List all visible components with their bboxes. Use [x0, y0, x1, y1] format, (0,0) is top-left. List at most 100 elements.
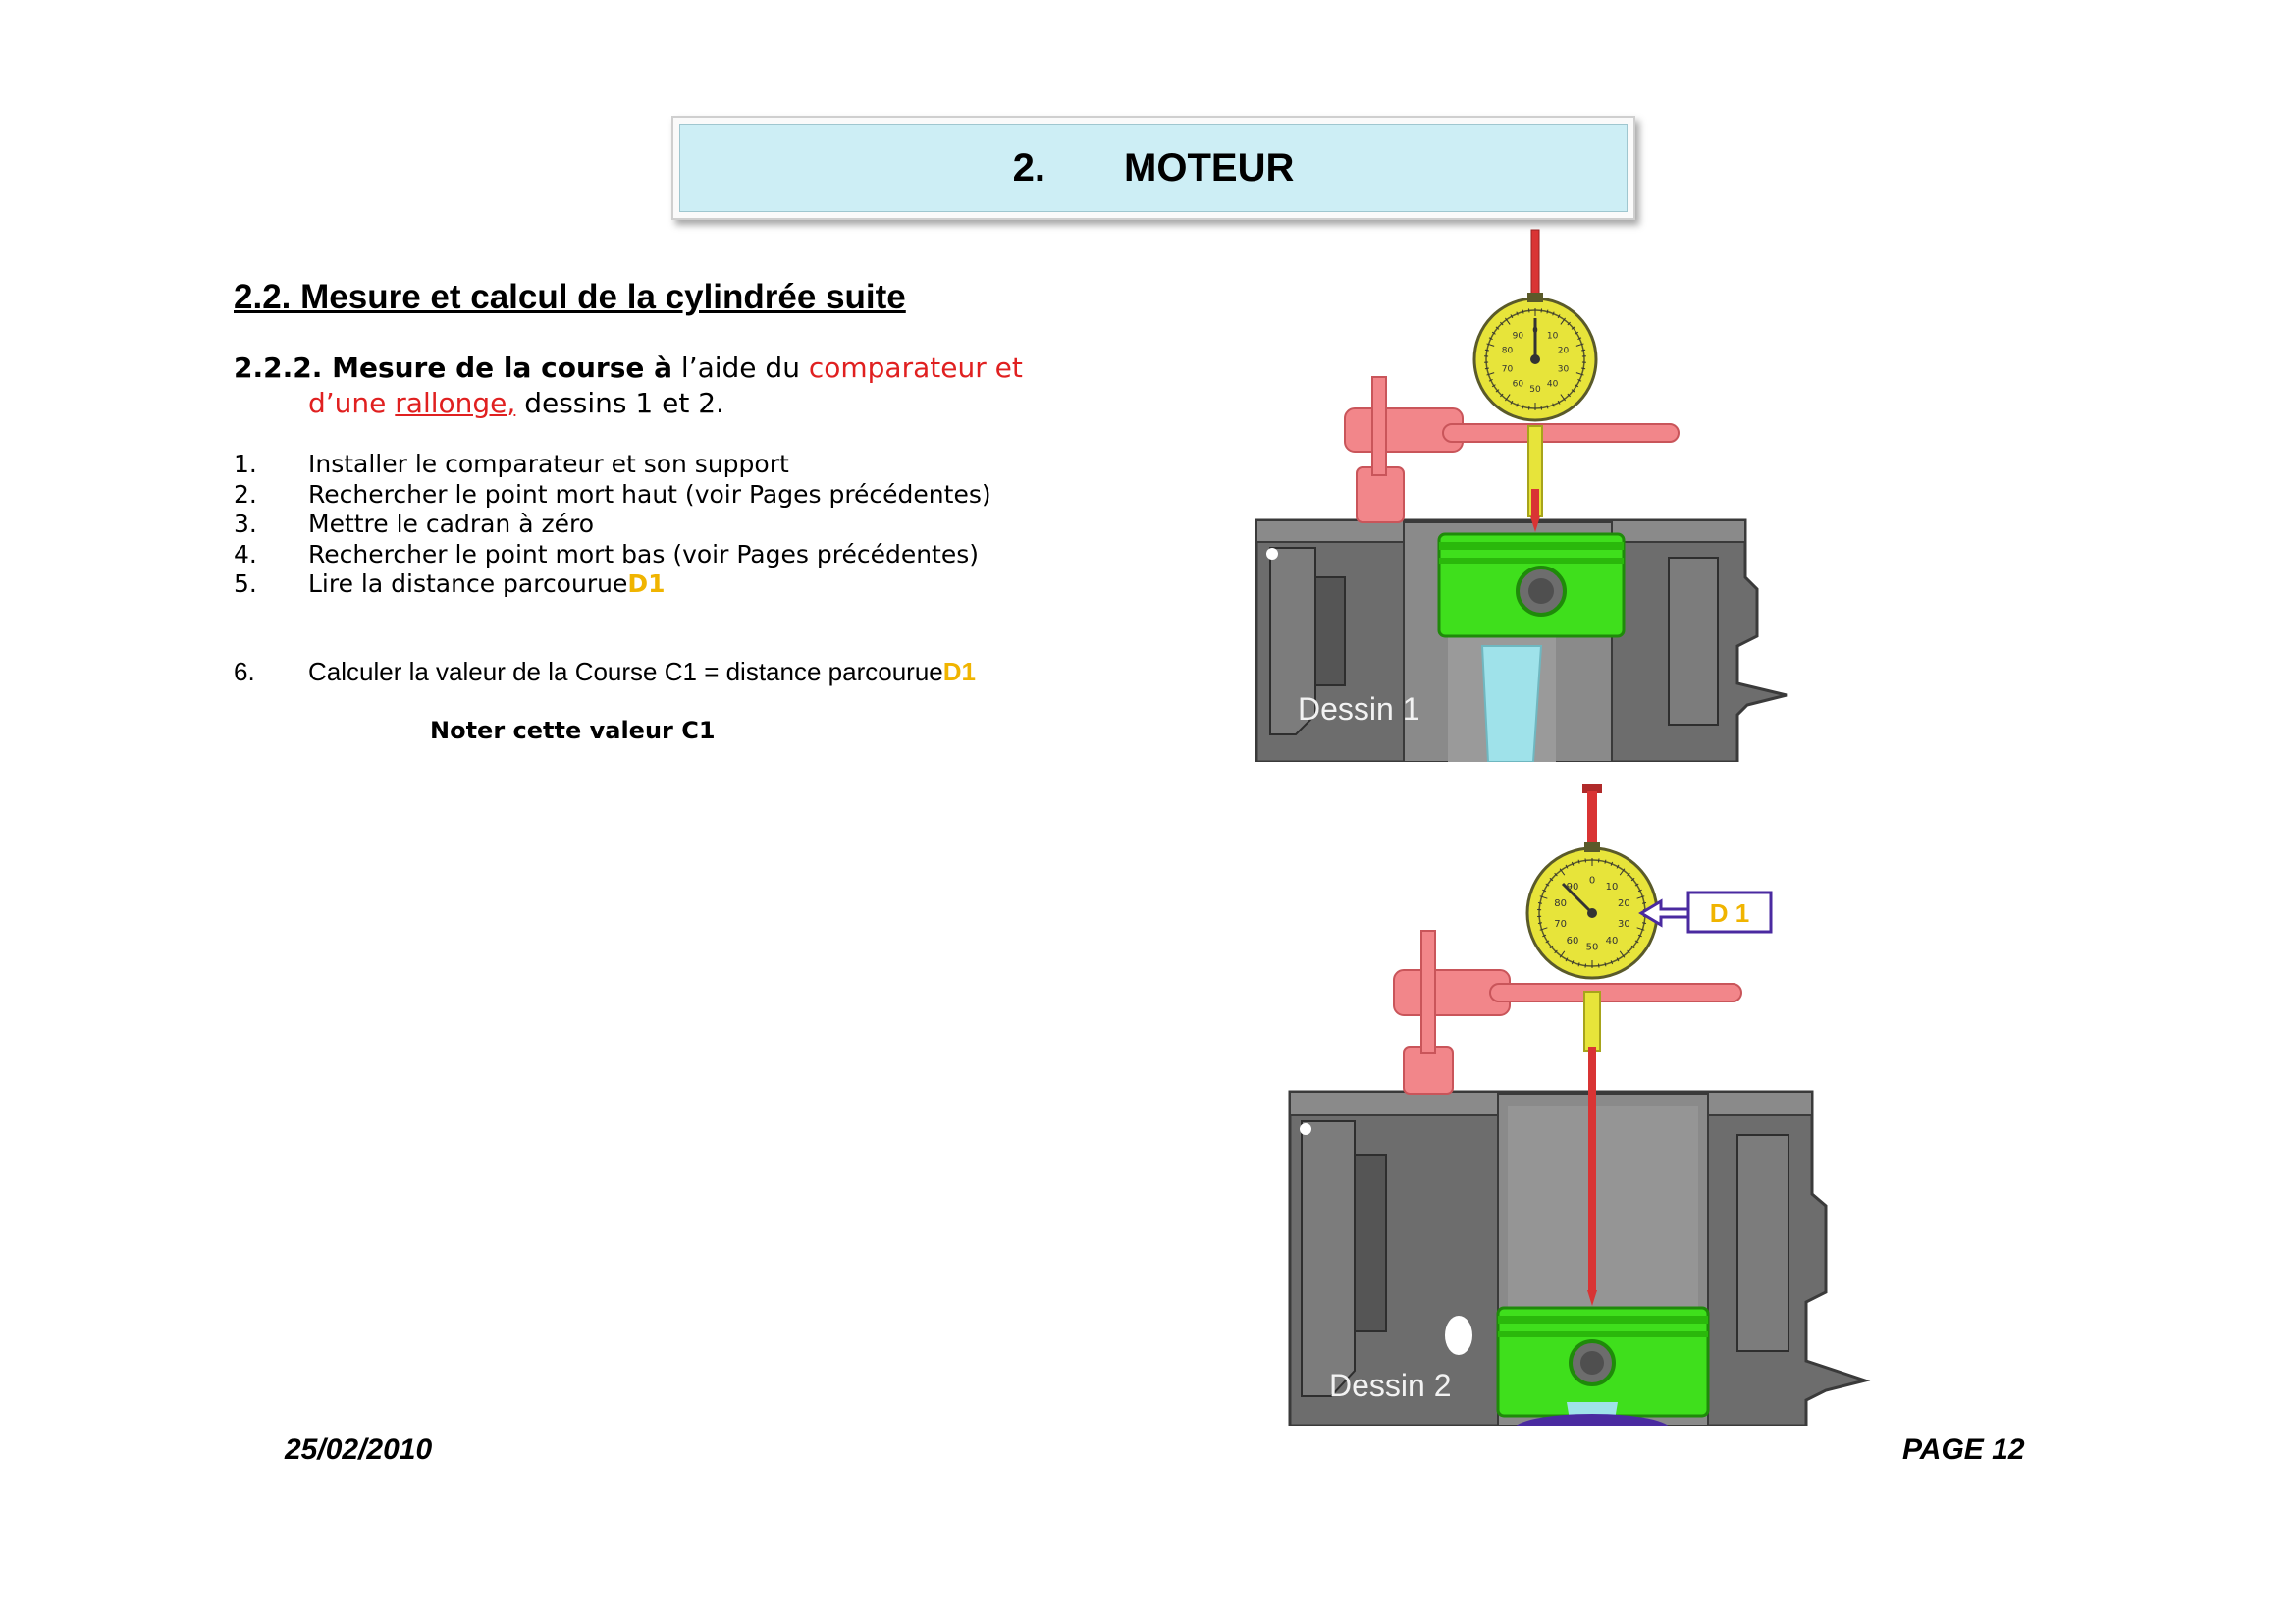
step-6: 6. Calculer la valeur de la Course C1 = … [234, 657, 976, 687]
dial-tick [1505, 317, 1511, 325]
step-text: Lire la distance parcourue [308, 569, 628, 598]
dial-tick-label: 90 [1513, 332, 1524, 342]
dial-tick [1510, 314, 1514, 319]
dial-tick [1545, 940, 1550, 944]
step-text: Installer le comparateur et son support [308, 450, 789, 478]
dial-tick-label: 0 [1589, 875, 1595, 886]
dial-tick [1527, 308, 1530, 313]
dial-tick [1500, 321, 1504, 326]
dial-tick [1542, 934, 1547, 938]
dial-tick [1571, 389, 1575, 393]
subsection-text2: dessins 1 et 2. [515, 387, 724, 419]
dial-tick [1488, 337, 1493, 341]
dial-tick [1577, 337, 1582, 341]
dial-tick [1584, 963, 1586, 968]
dial-tick [1634, 940, 1639, 944]
drawing-2-label: Dessin 2 [1329, 1368, 1452, 1403]
dial-tick-label: 20 [1618, 898, 1630, 909]
dial-tick [1641, 922, 1647, 924]
step-text: Calculer la valeur de la Course C1 = dis… [308, 657, 943, 686]
step-d1-marker: D1 [942, 657, 976, 686]
dial-tick [1604, 859, 1607, 864]
dial-tick-label: 90 [1567, 882, 1579, 893]
dial-tick [1575, 384, 1579, 388]
footer-page-number: PAGE 12 [1902, 1434, 2025, 1466]
dial-tick [1491, 331, 1496, 335]
dial-tick [1610, 960, 1614, 965]
chapter-number: 2. [1012, 145, 1046, 189]
dial-tick [1565, 864, 1569, 869]
dial-tick [1484, 367, 1489, 370]
dial-tick [1634, 883, 1639, 887]
dial-tick [1510, 400, 1514, 405]
step-number: 6. [234, 657, 255, 686]
dial-tick-label: 80 [1554, 898, 1567, 909]
dial-tick [1637, 934, 1642, 938]
dial-tick-label: 70 [1554, 919, 1567, 930]
dial-tick [1630, 877, 1635, 882]
dial-tick [1598, 858, 1600, 863]
dial-tick [1577, 378, 1582, 382]
dial-tick [1484, 349, 1489, 352]
dial-tick [1549, 877, 1554, 882]
subsection-line2: d’une rallonge, dessins 1 et 2. [234, 386, 1039, 421]
subsection-heading: 2.2.2. Mesure de la course à l’aide du c… [234, 351, 1039, 421]
step-number: 4. [234, 539, 257, 568]
dial-tick [1546, 309, 1549, 314]
dial-tick-label: 80 [1502, 347, 1514, 356]
dial-tick [1540, 406, 1543, 410]
dial-tick [1539, 895, 1548, 899]
list-item: 5. Lire la distance parcourue D1 [234, 569, 1117, 600]
dial-tick [1581, 367, 1586, 370]
dial-tick [1636, 895, 1645, 899]
dial-tick-label: 40 [1547, 379, 1559, 389]
dial-tick [1584, 858, 1586, 863]
dial-tick [1610, 861, 1614, 866]
subsection-red1: comparateur et [808, 352, 1023, 384]
dial-tick [1522, 309, 1524, 314]
dial-tick [1571, 960, 1575, 965]
dial-tick [1565, 957, 1569, 962]
dial-tick [1559, 868, 1566, 876]
callout-d1-label: D 1 [1710, 898, 1749, 928]
dial-tick [1571, 326, 1575, 330]
list-item: 4. Rechercher le point mort bas (voir Pa… [234, 540, 1117, 570]
dial-tick-label: 20 [1558, 347, 1570, 356]
chapter-banner-inner: 2. MOTEUR [679, 124, 1628, 212]
dial-tick [1575, 372, 1584, 376]
dial-tick [1559, 950, 1566, 958]
dial-tick [1577, 962, 1580, 967]
subsection-text1: l’aide du [672, 352, 809, 384]
dial-tick [1616, 864, 1620, 869]
dial-tick [1567, 321, 1571, 326]
step-text: Rechercher le point mort bas (voir Pages… [308, 539, 980, 568]
dial-tick [1604, 962, 1607, 967]
dial-tick [1616, 957, 1620, 962]
dial-tick [1500, 393, 1504, 398]
dial-tick [1539, 927, 1548, 931]
drawing-1-label: Dessin 1 [1298, 691, 1420, 727]
dial-tick [1505, 394, 1511, 402]
dial-tick [1630, 945, 1635, 949]
dial-tick [1542, 889, 1547, 893]
dial-tick-label: 40 [1606, 936, 1619, 947]
subsection-red2: d’une [308, 387, 396, 419]
dial-tick-label: 30 [1558, 364, 1570, 374]
dial-tick [1619, 950, 1626, 958]
chapter-banner: 2. MOTEUR [671, 116, 1635, 220]
dial-tick [1641, 902, 1647, 904]
dial-tick [1554, 949, 1558, 954]
chapter-title: MOTEUR [1124, 145, 1295, 189]
dial-tick [1636, 927, 1645, 931]
list-item: 2. Rechercher le point mort haut (voir P… [234, 480, 1117, 511]
footer-date: 25/02/2010 [285, 1434, 433, 1466]
dial-tick [1571, 861, 1575, 866]
step-number: 1. [234, 450, 257, 478]
dial-tick [1627, 872, 1630, 877]
dial-tick-label: 10 [1606, 882, 1619, 893]
dial-tick [1554, 872, 1558, 877]
dial-tick [1598, 963, 1600, 968]
dial-tick-label: 60 [1513, 379, 1524, 389]
